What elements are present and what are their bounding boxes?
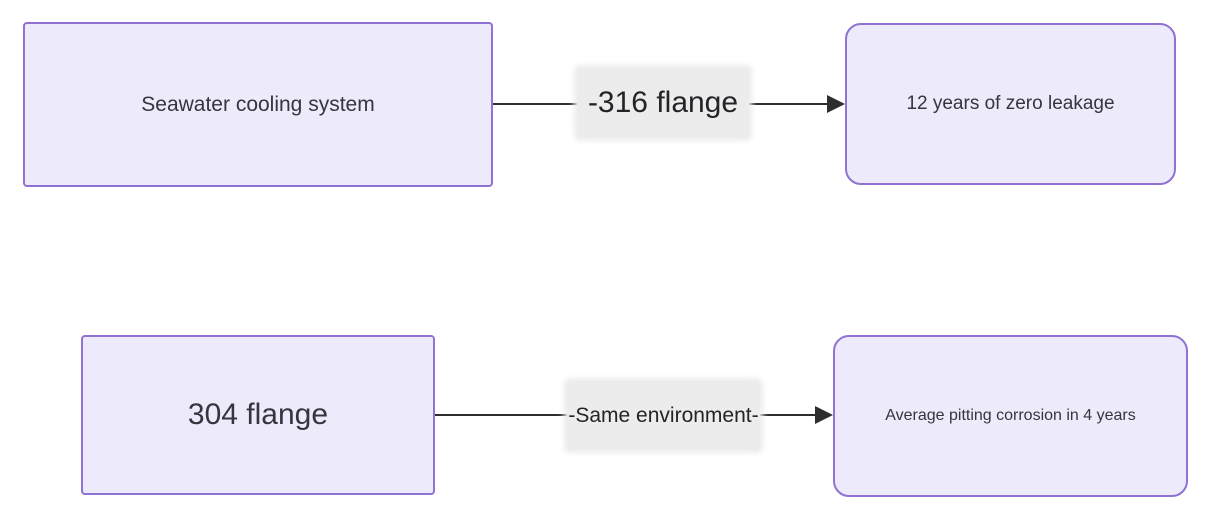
node-label: Average pitting corrosion in 4 years (885, 407, 1136, 424)
edge-label-same-environment: -Same environment- (567, 381, 760, 450)
edge-label-text: -Same environment- (568, 403, 759, 427)
node-label: 12 years of zero leakage (906, 93, 1115, 114)
node-average-pitting-corrosion: Average pitting corrosion in 4 years (833, 335, 1188, 497)
node-label: 304 flange (187, 398, 329, 431)
node-304-flange: 304 flange (81, 335, 435, 495)
arrow-right-icon (815, 406, 833, 424)
node-12-years-zero-leakage: 12 years of zero leakage (845, 23, 1176, 185)
edge-label-316-flange: -316 flange (577, 68, 749, 138)
node-seawater-cooling-system: Seawater cooling system (23, 22, 493, 187)
edge-label-text: -316 flange (587, 86, 739, 119)
node-label: Seawater cooling system (141, 92, 375, 116)
arrow-right-icon (827, 95, 845, 113)
